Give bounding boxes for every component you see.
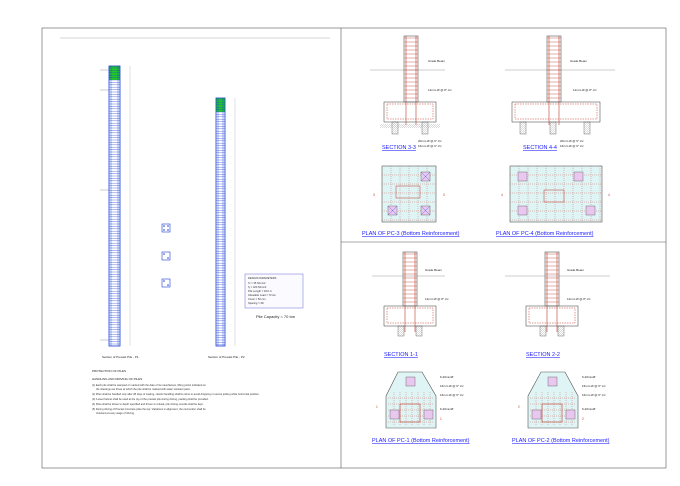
pile-elevation-p1: Section of Precast Pile - P1: [60, 37, 330, 359]
section-mark: 1: [440, 417, 442, 421]
rebar-label: 6-20mmØ: [582, 375, 596, 379]
plan-pc-2: 6-20mmØ 16mm Ø @ 6" c/c 16mm Ø @ 6" c/c …: [512, 371, 610, 444]
rebar-label: 12mm Ø @ 8" c/c: [573, 88, 597, 92]
section-3-3: Grade Beam 12mm Ø @ 8" c/c 20mm Ø @ 6" c…: [370, 35, 452, 151]
plan-4-title: PLAN OF PC-4 (Bottom Reinforcement): [496, 231, 594, 237]
rebar-label: 6-20mmØ: [440, 407, 454, 411]
rebar-label: 16mm Ø @ 6" c/c: [418, 144, 442, 148]
note-line: (3) A steel helmet shall be used at the …: [92, 397, 209, 401]
grade-beam-label: Grade Beam: [570, 59, 588, 63]
plan-pc-4: 4 4 PLAN OF PC-4 (Bottom Reinforcement): [496, 165, 610, 237]
design-param: fy = 420 N/mm2: [248, 285, 267, 289]
section-mark: 4: [608, 193, 610, 197]
section-3-title: SECTION 3-3: [382, 145, 416, 151]
rebar-label: 12mm Ø @ 8" c/c: [428, 88, 452, 92]
notes-heading: PROTECTION OF PILES: [92, 369, 126, 373]
section-mark: 2: [582, 417, 584, 421]
section-mark: 2: [518, 405, 520, 409]
rebar-label: 16mm Ø @ 6" c/c: [440, 384, 464, 388]
section-4-title: SECTION 4-4: [523, 145, 557, 151]
rebar-label: 6-20mmØ: [440, 375, 454, 379]
rebar-label: 6-20mmØ: [582, 407, 596, 411]
grade-beam-label: Grade Beam: [425, 268, 443, 272]
note-line: (2) Piles shall be handled only after 28…: [92, 392, 260, 396]
plan-pc-3: 3 3 PLAN OF PC-3 (Bottom Reinforcement): [362, 165, 460, 237]
notes-subheading: HANDLING AND DRIVING OF PILES: [92, 377, 142, 381]
rebar-label: 16mm Ø @ 6" c/c: [440, 393, 464, 397]
plan-1-title: PLAN OF PC-1 (Bottom Reinforcement): [372, 438, 470, 444]
design-param: Cover = 50 mm: [248, 297, 266, 301]
grade-beam-label: Grade Beam: [567, 268, 585, 272]
rebar-label: 16mm Ø @ 6" c/c: [560, 144, 584, 148]
notes-block: PROTECTION OF PILES HANDLING AND DRIVING…: [92, 369, 260, 415]
note-line: checked at every stage of driving.: [96, 411, 135, 415]
design-param: f'c = 35 N/mm2: [248, 281, 266, 285]
section-mark: 1: [376, 405, 378, 409]
section-mark: 4: [501, 193, 503, 197]
grade-beam-label: Grade Beam: [428, 59, 446, 63]
note-line: (4) Piles shall be driven to depth speci…: [92, 402, 204, 406]
section-1-1: Grade Beam 12mm Ø @ 8" c/c SECTION 1-1: [372, 251, 449, 358]
section-mark: 3: [373, 193, 375, 197]
section-1-title: SECTION 1-1: [384, 352, 418, 358]
pile-elevation-p2: Section of Precast Pile - P2: [208, 97, 245, 359]
pile2-head-green: [216, 98, 225, 112]
note-line: the drawings are those at which the pile…: [96, 387, 191, 391]
design-param: Spacing = 3D: [248, 301, 264, 305]
pile-head-green: [109, 66, 120, 80]
rebar-label: 20mm Ø @ 6" c/c: [418, 139, 442, 143]
note-line: (1) Each pile shall be stamped or marked…: [92, 383, 206, 387]
pile2-label: Section of Precast Pile - P2: [208, 355, 245, 359]
sheet-border: [41, 27, 667, 469]
plan-3-title: PLAN OF PC-3 (Bottom Reinforcement): [362, 231, 460, 237]
section-4-4: Grade Beam 12mm Ø @ 8" c/c 20mm Ø @ 6" c…: [505, 35, 615, 151]
design-params-title: DESIGN PARAMETERS: [248, 276, 277, 280]
pile1-label: Section of Precast Pile - P1: [102, 355, 139, 359]
rebar-label: 16mm Ø @ 6" c/c: [582, 384, 606, 388]
section-2-2: Grade Beam 12mm Ø @ 8" c/c SECTION 2-2: [505, 251, 610, 358]
section-mark: 3: [443, 193, 445, 197]
rebar-label: 20mm Ø @ 6" c/c: [560, 139, 584, 143]
pile-capacity: Pile Capacity = 70 ton: [256, 314, 295, 319]
plan-2-title: PLAN OF PC-2 (Bottom Reinforcement): [512, 438, 610, 444]
rebar-label: 12mm Ø @ 8" c/c: [567, 297, 591, 301]
design-param: Allowable Load = 70 ton: [248, 293, 276, 297]
design-parameters-box: DESIGN PARAMETERS f'c = 35 N/mm2 fy = 42…: [244, 273, 304, 309]
rebar-label: 16mm Ø @ 6" c/c: [582, 393, 606, 397]
pile-cross-sections: [161, 223, 171, 288]
section-2-title: SECTION 2-2: [526, 352, 560, 358]
note-line: (5) During driving of Precast Concrete p…: [92, 407, 206, 411]
rebar-label: 12mm Ø @ 8" c/c: [425, 297, 449, 301]
plan-pc-1: 6-20mmØ 16mm Ø @ 6" c/c 16mm Ø @ 6" c/c …: [372, 371, 470, 444]
design-param: Pile Length = 18.0 m: [248, 289, 272, 293]
